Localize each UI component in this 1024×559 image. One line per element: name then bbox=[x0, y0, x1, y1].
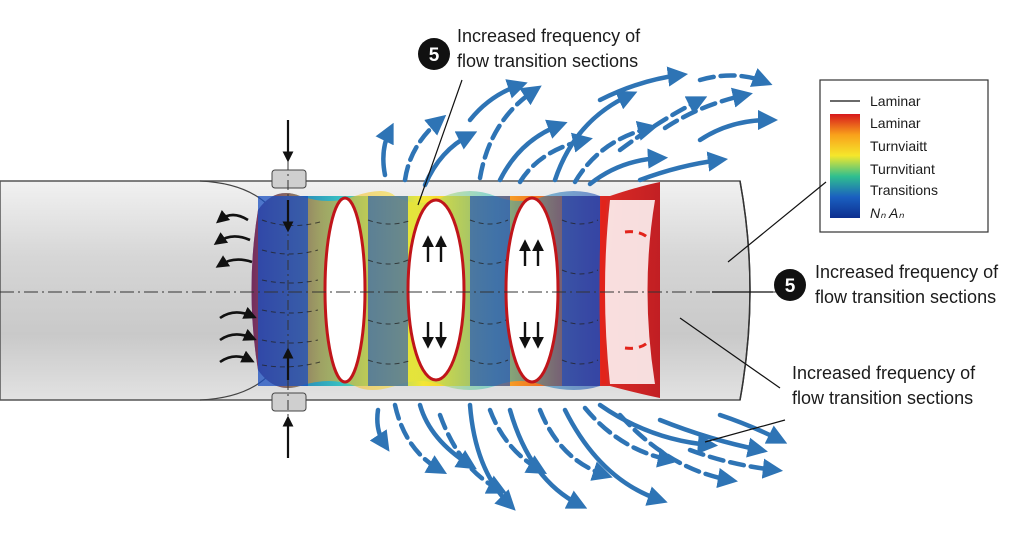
blue-band-2 bbox=[368, 196, 408, 386]
callout-bottom: Increased frequency of flow transition s… bbox=[679, 317, 976, 443]
callout-bottom-leader-1 bbox=[679, 317, 781, 389]
pipe-collar bbox=[199, 169, 307, 412]
callout-bottom-line1: Increased frequency of bbox=[792, 363, 976, 383]
callout-right-number: 5 bbox=[785, 276, 796, 297]
callout-top-number: 5 bbox=[429, 45, 440, 66]
cavity-3 bbox=[504, 196, 560, 384]
callout-bottom-leader-2 bbox=[704, 419, 786, 443]
flow-arrows-bottom bbox=[369, 402, 788, 511]
cavity-arrows bbox=[422, 235, 544, 349]
callout-top: 5 Increased frequency of flow transition… bbox=[417, 26, 641, 206]
callout-right-line2: flow transition sections bbox=[815, 287, 996, 307]
callout-bottom-line2: flow transition sections bbox=[792, 388, 973, 408]
legend-scale-label-4: Transitions bbox=[870, 182, 938, 198]
legend-footer: Nₙ Aₙ bbox=[870, 205, 904, 221]
legend: Laminar Laminar Turnviaitt Turnvitiant T… bbox=[727, 79, 989, 263]
cavity-1 bbox=[323, 196, 367, 384]
callout-right-line1: Increased frequency of bbox=[815, 262, 999, 282]
callout-top-badge bbox=[418, 38, 450, 70]
legend-color-scale bbox=[830, 114, 860, 218]
legend-leader bbox=[727, 181, 827, 263]
blue-band-4 bbox=[562, 196, 600, 386]
callout-top-line1: Increased frequency of bbox=[457, 26, 641, 46]
callout-right: 5 Increased frequency of flow transition… bbox=[712, 262, 999, 307]
flow-field bbox=[251, 182, 660, 398]
legend-scale-label-2: Turnviaitt bbox=[870, 138, 927, 154]
legend-scale-label-3: Turnvitiant bbox=[870, 161, 935, 177]
inlet-swirl-arrows bbox=[213, 210, 257, 364]
legend-line-label: Laminar bbox=[870, 93, 921, 109]
callout-top-line2: flow transition sections bbox=[457, 51, 638, 71]
flow-arrows-top bbox=[375, 66, 779, 188]
legend-scale-label-1: Laminar bbox=[870, 115, 921, 131]
callout-right-badge bbox=[774, 269, 806, 301]
callout-top-leader bbox=[417, 79, 463, 206]
blue-band-3 bbox=[470, 196, 510, 386]
cavity-2 bbox=[406, 198, 466, 382]
